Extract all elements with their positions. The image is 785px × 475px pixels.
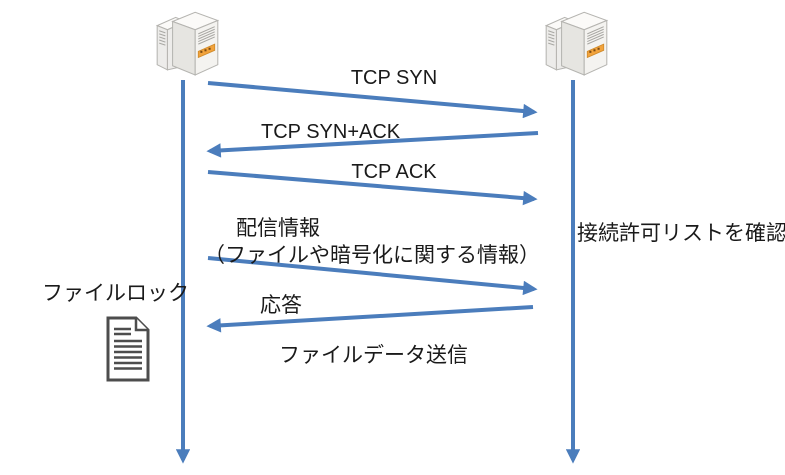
- message-label-response: 応答: [260, 294, 302, 317]
- server-icon: [155, 11, 220, 76]
- document-icon: [106, 316, 150, 382]
- annotation-file-lock: ファイルロック: [42, 282, 189, 305]
- message-label-delivery-info-detail: （ファイルや暗号化に関する情報）: [204, 244, 540, 267]
- message-label-delivery-info: 配信情報: [236, 217, 320, 240]
- server-icon: [544, 11, 609, 76]
- annotation-file-data-send: ファイルデータ送信: [279, 344, 468, 367]
- message-label-tcp-ack: TCP ACK: [351, 161, 437, 183]
- arrow-tcp-syn-ack: [206, 131, 539, 158]
- arrow-tcp-ack: [207, 170, 538, 206]
- message-label-tcp-syn: TCP SYN: [350, 67, 438, 89]
- arrow-response: [206, 305, 534, 333]
- arrow-tcp-syn: [207, 81, 538, 119]
- arrow-delivery-info: [207, 256, 538, 296]
- annotation-check-allowlist: 接続許可リストを確認: [577, 222, 785, 245]
- message-label-tcp-syn-ack: TCP SYN+ACK: [261, 121, 401, 143]
